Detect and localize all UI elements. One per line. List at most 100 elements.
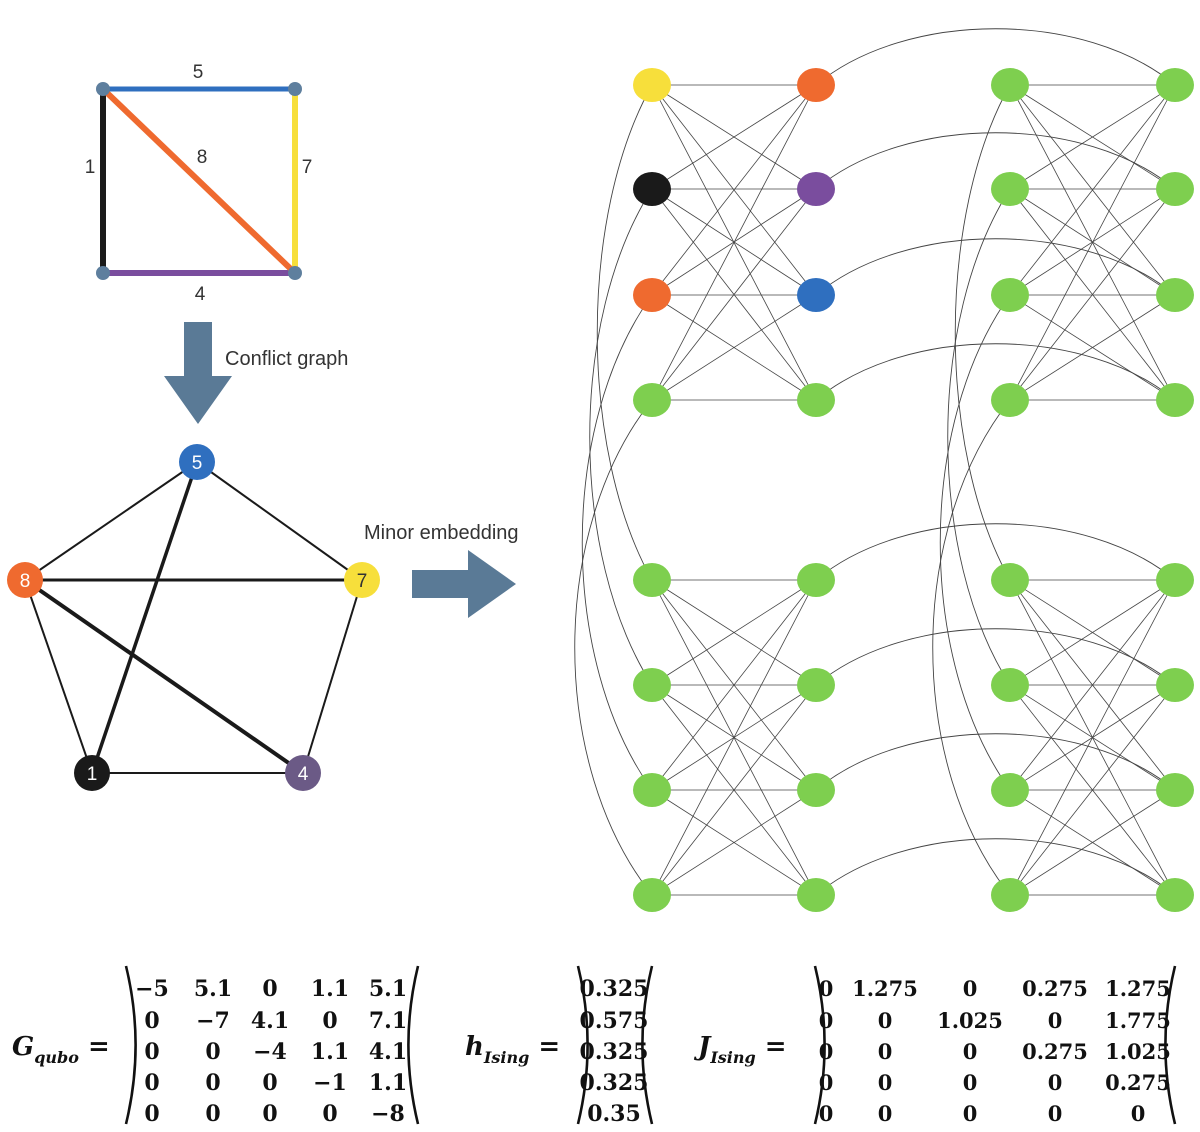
chimera-inter-coupler [815,343,1176,401]
matrix-right-paren [1164,965,1177,1125]
matrix-cell: 0 [205,1039,220,1065]
matrix-cell: 1.275 [852,976,918,1001]
chimera-inter-coupler [815,238,1176,296]
matrix-cell: 0 [819,1039,834,1064]
matrix-cell: 0 [144,1101,159,1127]
matrix-cell: −7 [196,1008,230,1034]
chimera-coupler [651,188,817,401]
chimera-qubit [797,278,835,312]
chimera-graph [574,28,1194,912]
chimera-qubit [797,878,835,912]
chimera-qubit [1156,383,1194,417]
matrix-cell: 0 [963,1070,978,1095]
chimera-coupler [1009,84,1176,190]
chimera-coupler [651,84,817,296]
chimera-inter-coupler [815,523,1176,581]
matrix-cell: 0 [322,1101,337,1127]
route-edge-label-right: 7 [302,157,313,178]
route-node [96,266,110,280]
matrix-name: Gqubo = [12,1032,110,1067]
chimera-inter-coupler [815,132,1176,190]
conflict-node-4-label: 4 [298,764,309,785]
route-graph: 5 8 1 7 4 [85,62,313,305]
chimera-coupler [651,294,817,401]
matrix-cell: 5.1 [194,976,232,1002]
route-node [288,82,302,96]
matrix-name-subscript: Ising [709,1048,755,1067]
chimera-qubit [1156,773,1194,807]
chimera-qubit [797,668,835,702]
matrix-cell: 5.1 [369,976,407,1002]
chimera-coupler [1009,789,1176,896]
chimera-qubit [991,773,1029,807]
matrix-cell: 1.025 [937,1008,1003,1033]
chimera-qubit [797,68,835,102]
conflict-edge [90,461,199,774]
conflict-node-5-label: 5 [192,453,203,474]
chimera-inter-coupler [939,294,1011,791]
matrix-cell: 4.1 [251,1008,289,1034]
chimera-nodes [633,68,1194,912]
chimera-inter-coupler [581,294,653,791]
chimera-inter-coupler [932,399,1011,896]
chimera-coupler [651,789,817,896]
matrix-cell: 0 [262,1070,277,1096]
chimera-qubit [633,668,671,702]
conflict-node-7 [344,562,380,598]
embedding-arrow-label: Minor embedding [364,522,519,544]
chimera-coupler [651,84,817,190]
chimera-coupler [1009,579,1176,686]
matrix-equals: = [79,1032,110,1062]
conflict-graph: 5 8 7 1 4 [7,444,380,791]
matrix-left-paren [124,965,137,1125]
chimera-qubit [633,68,671,102]
conflict-edge [24,579,93,774]
matrix-cell: 0 [1048,1101,1063,1126]
matrix-cell: 0 [1048,1008,1063,1033]
matrix-cell: 0 [1048,1070,1063,1095]
route-node [288,266,302,280]
matrix-name: JIsing = [693,1032,787,1067]
matrix-cell: 0 [144,1008,159,1034]
chimera-qubit [991,383,1029,417]
route-edge-label-diagonal: 8 [197,147,208,168]
matrix-cell: 7.1 [369,1008,407,1034]
chimera-inter-coupler [947,188,1011,686]
matrix-cell: 0.575 [580,1008,649,1034]
conflict-edge [24,461,198,581]
matrix-cell: −1 [313,1070,347,1096]
chimera-coupler [1009,579,1176,791]
matrix-cell: 1.775 [1105,1008,1171,1033]
chimera-coupler [1009,684,1176,896]
matrix-cell: 0 [322,1008,337,1034]
chimera-coupler [1009,84,1176,401]
chimera-inter-coupler [815,628,1176,686]
route-edge-diagonal [100,86,298,276]
matrix-cell: 0.275 [1022,1039,1088,1064]
matrix-cell: −8 [371,1101,405,1127]
chimera-coupler [1009,294,1176,401]
matrix-cell: 1.275 [1105,976,1171,1001]
matrix-cell: 0 [878,1070,893,1095]
route-edge-label-top: 5 [193,62,204,83]
matrix-name-subscript: Ising [483,1048,529,1067]
matrix-cell: 0 [819,976,834,1001]
chimera-qubit [633,383,671,417]
chimera-edges [574,28,1176,896]
conflict-node-8 [7,562,43,598]
matrix-cell: −5 [135,976,169,1002]
embedding-arrow: Minor embedding [364,522,519,618]
matrix-equals: = [756,1032,787,1062]
chimera-qubit [1156,668,1194,702]
chimera-qubit [633,878,671,912]
conflict-node-8-label: 8 [20,571,31,592]
conflict-edge [196,461,363,581]
conflict-node-7-label: 7 [357,571,368,592]
matrix-cell: 0 [144,1070,159,1096]
matrix-right-paren [407,965,420,1125]
matrix-equals: = [529,1032,560,1062]
chimera-qubit [633,773,671,807]
chimera-qubit [1156,563,1194,597]
conflict-node-1-label: 1 [87,764,98,785]
